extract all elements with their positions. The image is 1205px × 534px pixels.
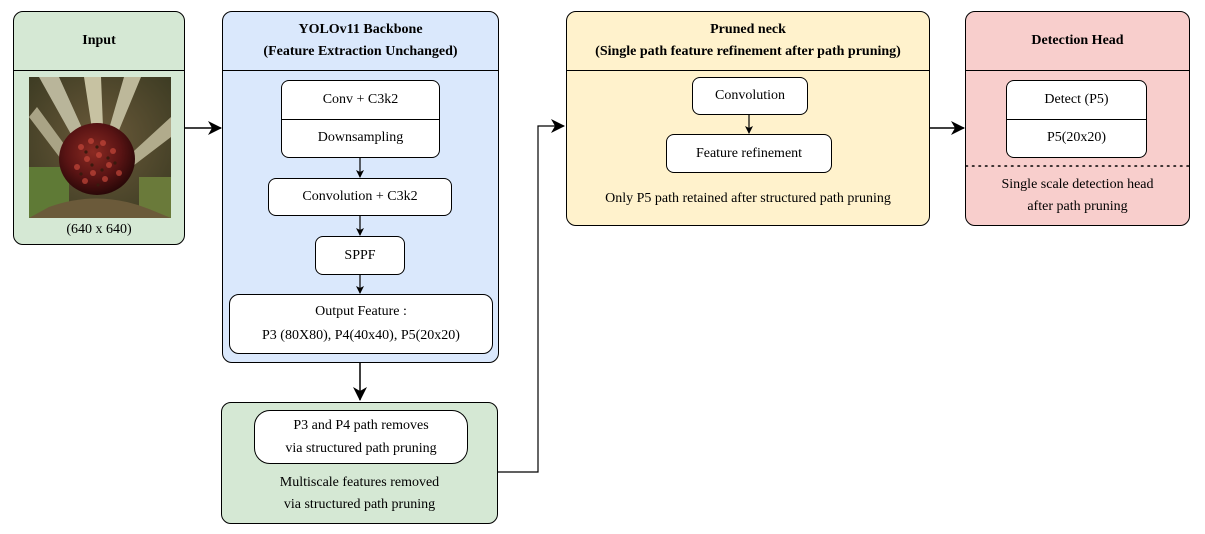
arrow-pruned-paths-to-neck xyxy=(498,119,565,473)
detect-p5-block: Detect (P5) P5(20x20) xyxy=(1006,80,1147,158)
backbone-title-line2: (Feature Extraction Unchanged) xyxy=(263,44,458,59)
output-feature-title: Output Feature : xyxy=(315,304,407,319)
conv-c3k2-label: Conv + C3k2 xyxy=(282,81,439,120)
oil-palm-fruit-bunch-icon xyxy=(29,77,171,218)
p3-p4-removed-line1: P3 and P4 path removes xyxy=(293,418,429,433)
input-title-text: Input xyxy=(82,33,116,48)
feature-refinement-block: Feature refinement xyxy=(666,134,832,173)
detection-head-caption-line1: Single scale detection head xyxy=(1001,177,1154,192)
pruned-neck-panel: Pruned neck (Single path feature refinem… xyxy=(566,11,930,226)
convolution-c3k2-block: Convolution + C3k2 xyxy=(268,178,452,216)
p3-p4-removed-box: P3 and P4 path removes via structured pa… xyxy=(254,410,468,464)
conv-c3k2-downsampling-block: Conv + C3k2 Downsampling xyxy=(281,80,440,158)
backbone-title: YOLOv11 Backbone (Feature Extraction Unc… xyxy=(223,12,498,71)
multiscale-removed-caption-line2: via structured path pruning xyxy=(283,497,436,512)
pruned-neck-title: Pruned neck (Single path feature refinem… xyxy=(567,12,929,71)
downsampling-label: Downsampling xyxy=(317,130,404,145)
pruned-neck-title-line1: Pruned neck xyxy=(710,22,786,37)
pruned-neck-title-line2: (Single path feature refinement after pa… xyxy=(595,44,901,59)
input-image-size-label: (640 x 640) xyxy=(66,222,132,237)
detect-p5-label: Detect (P5) xyxy=(1007,81,1146,120)
detection-head-title-text: Detection Head xyxy=(1031,33,1124,48)
p3-p4-removed-line2: via structured path pruning xyxy=(285,441,437,456)
oil-palm-fruit-image xyxy=(29,77,171,218)
detection-head-title: Detection Head xyxy=(966,12,1189,71)
multiscale-removed-caption-line1: Multiscale features removed xyxy=(279,475,440,490)
detection-head-caption-line2: after path pruning xyxy=(1027,199,1128,214)
backbone-title-line1: YOLOv11 Backbone xyxy=(298,22,423,37)
pruned-neck-caption: Only P5 path retained after structured p… xyxy=(605,191,891,206)
output-feature-scales: P3 (80X80), P4(40x40), P5(20x20) xyxy=(262,328,460,343)
neck-convolution-block: Convolution xyxy=(692,77,808,115)
sppf-block: SPPF xyxy=(315,236,405,275)
p5-size-label: P5(20x20) xyxy=(1046,130,1107,145)
input-panel: Input xyxy=(13,11,185,245)
output-feature-block: Output Feature : P3 (80X80), P4(40x40), … xyxy=(229,294,493,354)
input-title: Input xyxy=(14,12,184,71)
